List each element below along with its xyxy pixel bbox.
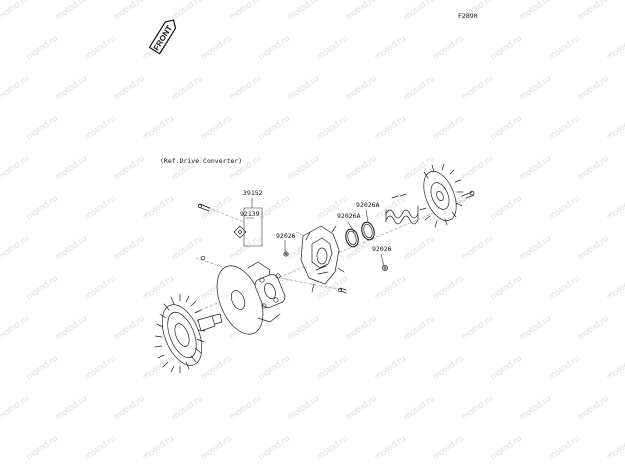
label-92139: 92139 bbox=[240, 210, 260, 218]
label-92026-right: 92026 bbox=[372, 245, 392, 253]
washer-92026-right bbox=[382, 265, 388, 271]
ring-92026a-left bbox=[345, 228, 359, 248]
spider-plate-part bbox=[300, 225, 345, 293]
movable-sheave-part bbox=[216, 261, 286, 335]
fixed-sheave-part bbox=[154, 293, 223, 374]
front-direction-badge: FRONT bbox=[148, 19, 177, 55]
label-92026a-left: 92026A bbox=[337, 212, 361, 220]
compression-spring-part bbox=[385, 193, 419, 225]
ring-92026a-right bbox=[361, 221, 375, 241]
label-92026-left: 92026 bbox=[276, 232, 296, 240]
label-39152: 39152 bbox=[243, 189, 263, 197]
reference-note: (Ref.Drive Converter) bbox=[160, 157, 243, 165]
weight-pin-hardware bbox=[198, 203, 347, 294]
cover-plate-part bbox=[419, 163, 475, 228]
label-92026a-right: 92026A bbox=[356, 201, 380, 209]
figure-code: F2890 bbox=[458, 12, 478, 20]
